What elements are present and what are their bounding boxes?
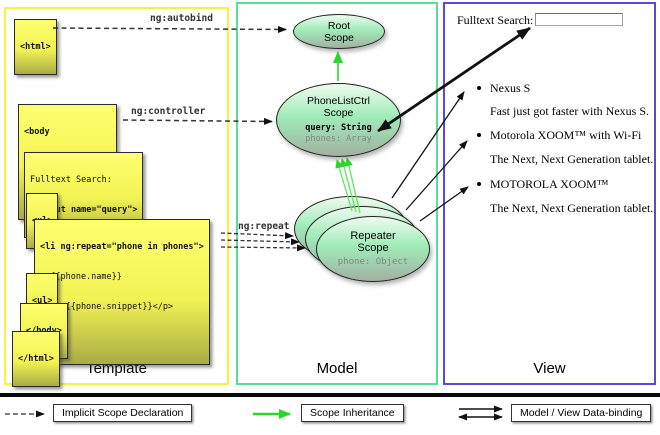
view-item-snippet: The Next, Next Generation tablet. xyxy=(490,201,654,215)
scope-prop-phone: phone: Object xyxy=(337,257,409,267)
scope-name: Root xyxy=(327,19,351,32)
code-line: </html> xyxy=(18,354,54,364)
code-line: <html> xyxy=(20,42,51,52)
legend-data-binding: Model / View Data-binding xyxy=(511,404,652,422)
model-panel: Model xyxy=(236,2,438,385)
legend-scope-inheritance: Scope Inheritance xyxy=(301,404,404,422)
model-panel-title: Model xyxy=(316,360,358,377)
code-box-html-close: </html> xyxy=(12,331,60,387)
ng-autobind-label: ng:autobind xyxy=(150,13,213,24)
bullet-icon xyxy=(477,133,481,137)
search-input[interactable] xyxy=(535,13,623,26)
scope-name: PhoneListCtrl xyxy=(306,95,371,107)
code-box-html-open: <html> xyxy=(14,19,57,75)
scope-prop-query: query: String xyxy=(305,123,372,133)
view-panel: View xyxy=(443,2,656,385)
code-line: <body xyxy=(24,127,50,137)
view-item-name: MOTOROLA XOOM™ xyxy=(490,177,609,191)
view-item-name: Nexus S xyxy=(490,81,531,95)
scope-name: Scope xyxy=(324,31,354,44)
bullet-icon xyxy=(477,86,481,90)
view-item-snippet: The Next, Next Generation tablet. xyxy=(490,152,654,166)
view-panel-title: View xyxy=(533,360,566,377)
code-box-li-repeat: <li ng:repeat="phone in phones"> {{phone… xyxy=(34,219,210,365)
view-item-snippet: Fast just got faster with Nexus S. xyxy=(490,104,649,118)
code-line: <ul> xyxy=(32,296,53,306)
bullet-icon xyxy=(477,182,481,186)
phonelistctrl-scope-ellipse: PhoneListCtrl Scope query: String phones… xyxy=(276,83,401,157)
view-search-label: Fulltext Search: xyxy=(457,13,534,27)
code-line: <li ng:repeat="phone in phones"> xyxy=(40,242,204,252)
ng-repeat-label: ng:repeat xyxy=(238,221,290,232)
code-line: {{phone.name}} xyxy=(40,272,122,282)
code-line: <p>{{phone.snippet}}</p> xyxy=(40,302,174,312)
root-scope-ellipse: Root Scope xyxy=(293,14,385,49)
ng-controller-label: ng:controller xyxy=(131,106,206,117)
legend-implicit-scope: Implicit Scope Declaration xyxy=(53,404,193,422)
view-item-name: Motorola XOOM™ with Wi-Fi xyxy=(490,128,642,142)
repeater-scope-ellipse-front: Repeater Scope phone: Object xyxy=(316,216,430,282)
legend-separator xyxy=(0,393,660,397)
scope-name: Scope xyxy=(323,107,354,119)
scope-name: Repeater xyxy=(350,230,396,242)
code-line: Fulltext Search: xyxy=(30,175,112,185)
scope-name: Scope xyxy=(357,242,389,254)
scope-prop-phones: phones: Array xyxy=(305,134,372,144)
